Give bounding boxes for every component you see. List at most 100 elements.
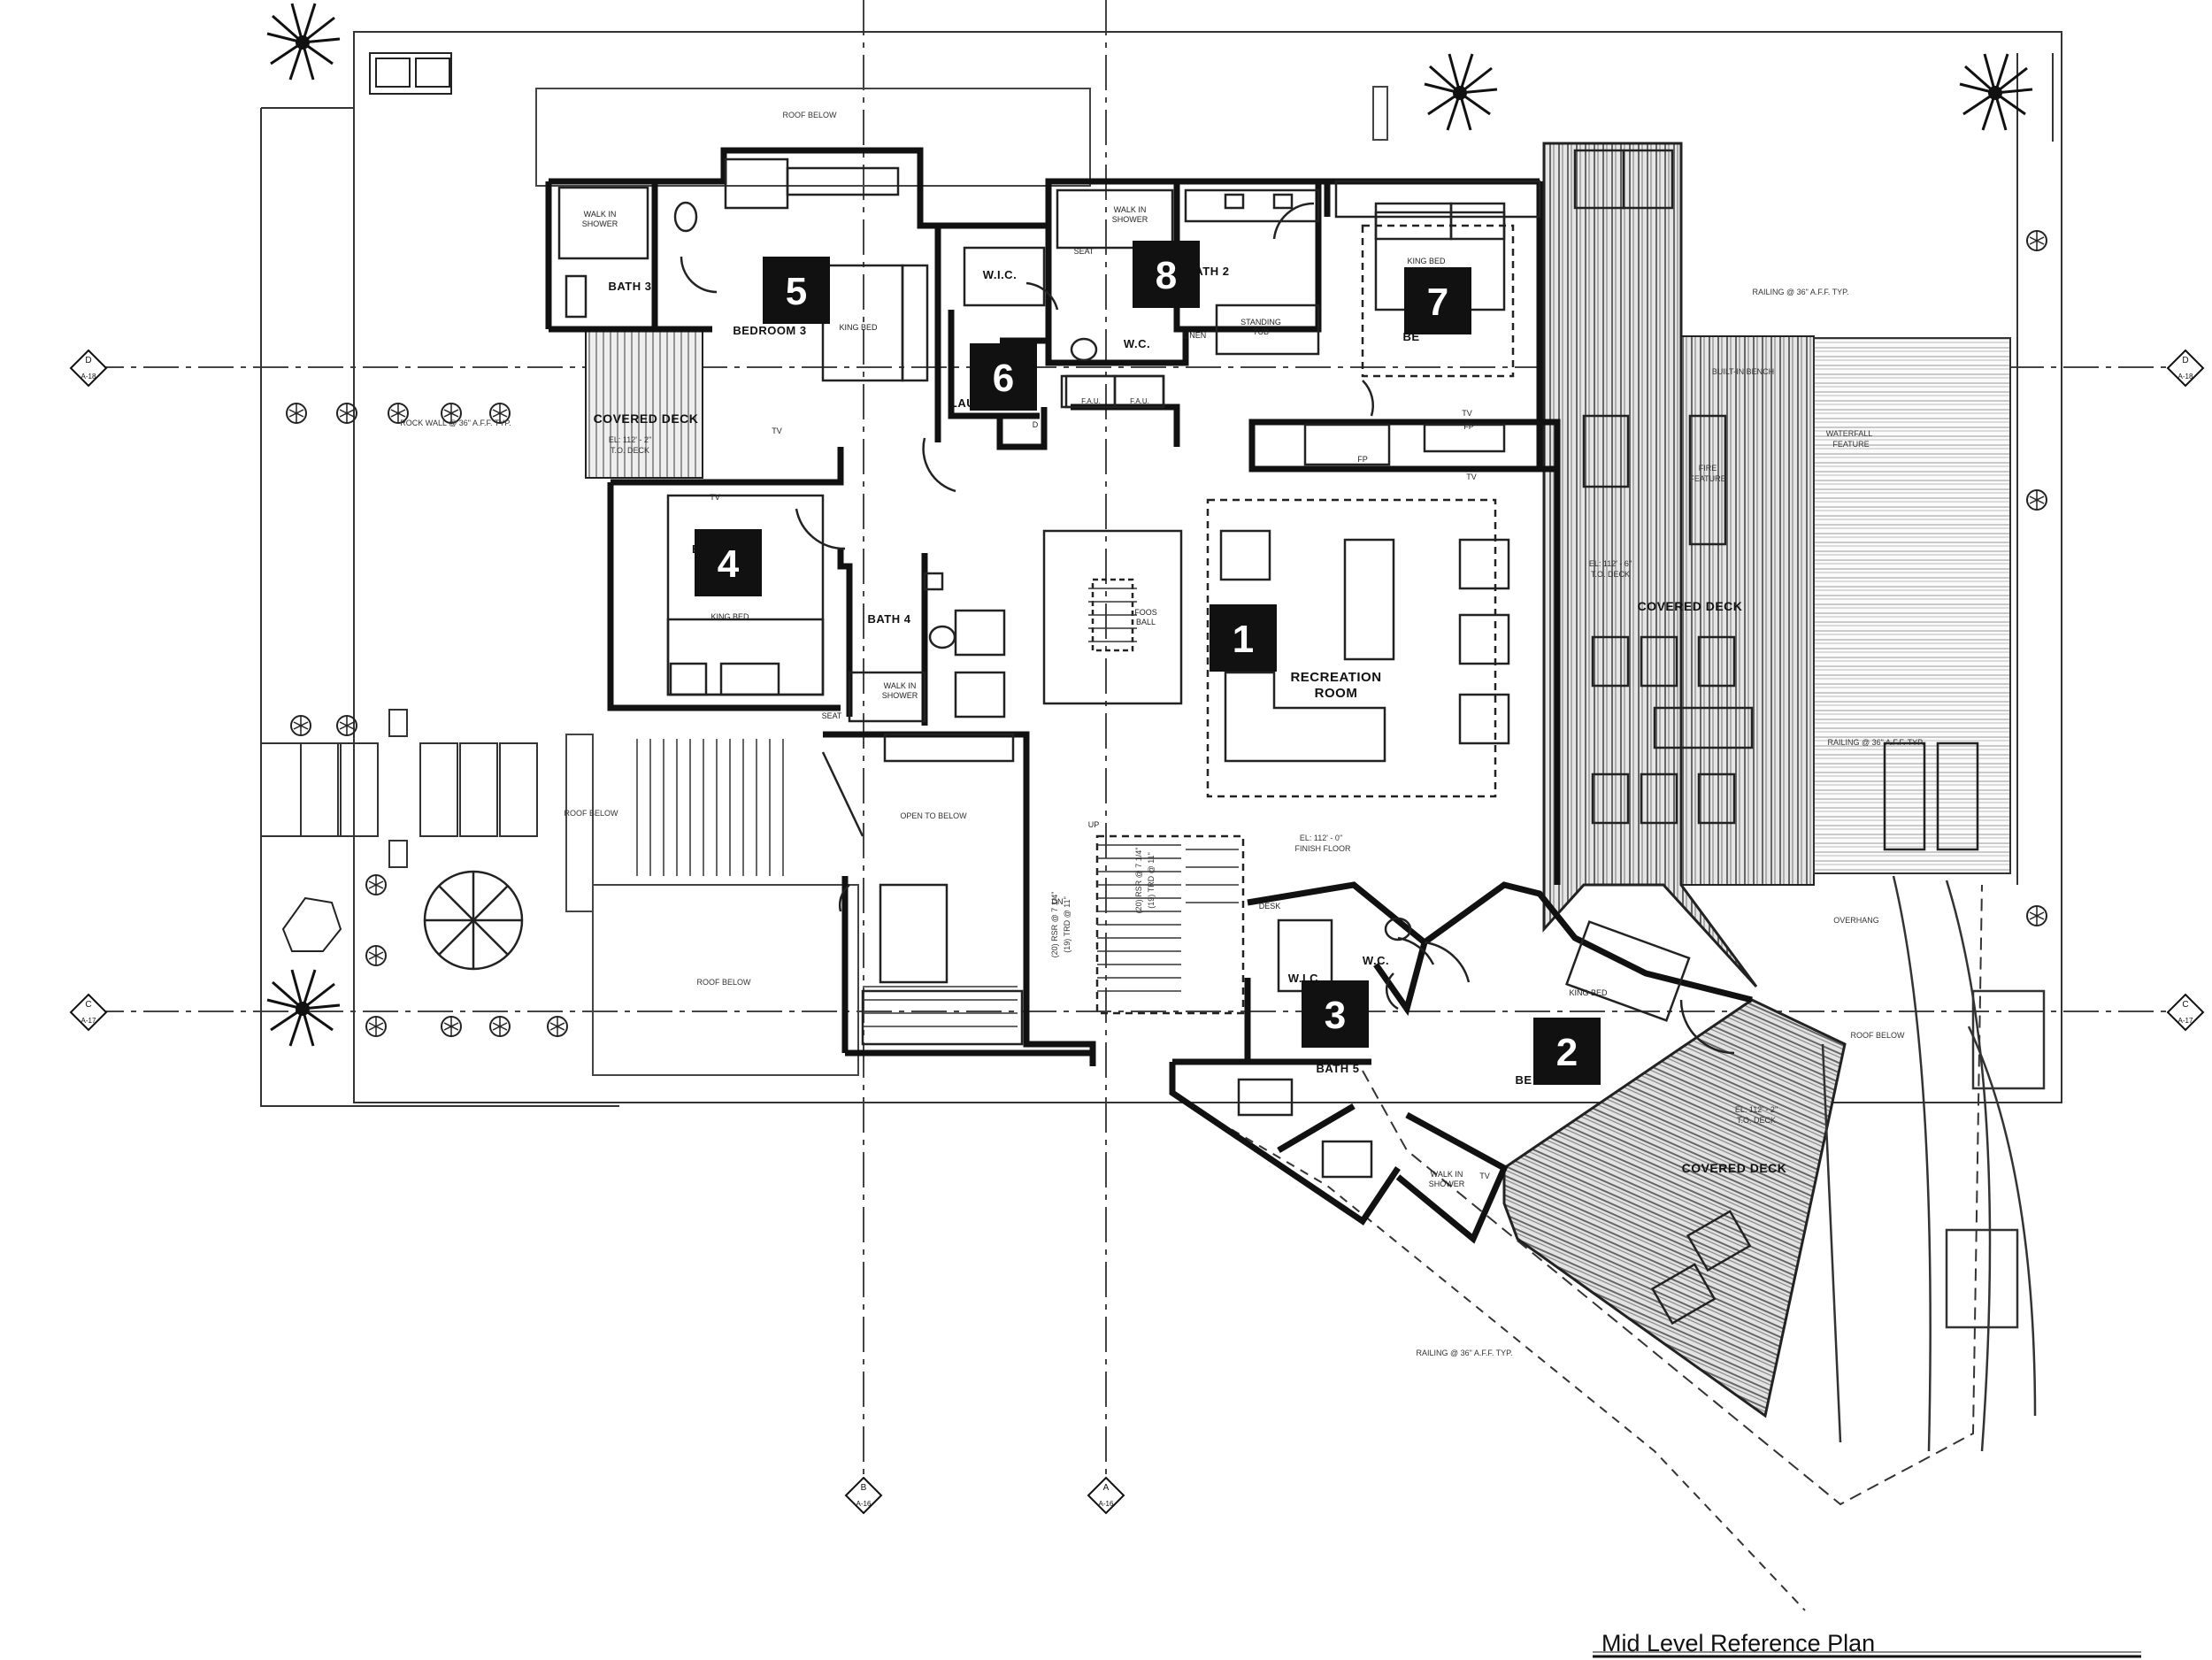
dryer-label: D <box>1033 420 1039 429</box>
tv-label: TV <box>1479 1172 1490 1180</box>
grid-label-b: B <box>861 1483 867 1493</box>
overhang-note: OVERHANG <box>1833 916 1879 925</box>
foosball-label: BALL <box>1136 618 1156 626</box>
stair-riser-note: (20) RSR @ 7 1/4" <box>1050 892 1059 958</box>
badge-7-number: 7 <box>1427 281 1448 324</box>
badge-1 <box>1210 604 1277 672</box>
shrub-icon <box>489 1016 511 1037</box>
standing-tub-label: TUB <box>1253 327 1269 336</box>
fireplace-label: FP <box>1357 455 1368 464</box>
badge-3 <box>1302 980 1369 1048</box>
railing-note: RAILING @ 36" A.F.F. TYP. <box>1827 738 1924 747</box>
building-walls <box>545 147 1753 1244</box>
fire-feature-note: FEATURE <box>1689 474 1725 483</box>
wc-bottom-label: W.C. <box>1363 954 1389 967</box>
grid-marker-labels: D A-18 D A-18 C A-17 C A-17 B A-16 A A-1… <box>81 356 2193 1508</box>
badge-7 <box>1404 267 1471 334</box>
shrub-icon <box>365 945 387 966</box>
seat-label: SEAT <box>822 711 842 720</box>
shrub-icon <box>365 1016 387 1037</box>
badge-6 <box>970 343 1037 411</box>
bath-3-label: BATH 3 <box>609 280 652 293</box>
walk-in-shower-label: SHOWER <box>882 691 918 700</box>
shrub-icon <box>547 1016 568 1037</box>
bedroom-3-label: BEDROOM 3 <box>733 324 806 337</box>
badge-8-number: 8 <box>1156 254 1177 297</box>
grid-ref-a: A-16 <box>1099 1500 1114 1508</box>
badge-6-number: 6 <box>993 357 1014 400</box>
badge-2-number: 2 <box>1556 1031 1578 1074</box>
badge-5-number: 5 <box>786 270 807 313</box>
walk-in-shower-label: SHOWER <box>1112 215 1148 224</box>
walk-in-shower-label: WALK IN <box>1431 1170 1463 1179</box>
covered-deck-right-label: COVERED DECK <box>1638 599 1743 613</box>
finish-floor-note: FINISH FLOOR <box>1294 844 1351 853</box>
palm-tree-icon <box>1958 52 2034 132</box>
elevation-note: EL: 112' - 2" <box>1735 1105 1778 1114</box>
planter-slats <box>260 709 538 868</box>
rock-wall-note: ROCK WALL @ 36" A.F.F. TYP. <box>400 419 511 427</box>
roof-below-note: ROOF BELOW <box>782 111 837 119</box>
laundry-label: LAU <box>950 396 975 410</box>
roof-below-note: ROOF BELOW <box>1850 1031 1905 1040</box>
interior-lines <box>423 149 1979 1326</box>
railing-note: RAILING @ 36" A.F.F. TYP. <box>1416 1349 1512 1357</box>
to-deck-note: T.O. DECK <box>1737 1116 1776 1125</box>
desk-label: DESK <box>1259 902 1281 911</box>
walk-in-shower-label: SHOWER <box>1429 1180 1465 1188</box>
tv-label: TV <box>1466 473 1477 481</box>
walk-in-shower-label: WALK IN <box>1114 205 1147 214</box>
badge-3-number: 3 <box>1325 994 1346 1037</box>
standing-tub-label: STANDING <box>1240 318 1281 327</box>
to-deck-note: T.O. DECK <box>1591 570 1630 579</box>
palm-tree-icon <box>265 2 342 81</box>
walk-in-shower-label: WALK IN <box>584 210 617 219</box>
covered-deck-left-area <box>585 328 703 479</box>
grid-label-c-left: C <box>85 1000 91 1010</box>
elevation-note: EL: 112' - 2" <box>609 435 651 444</box>
title-block: Mid Level Reference Plan <box>1593 1630 2141 1658</box>
king-bed-label: KING BED <box>710 612 749 621</box>
tv-label: TV <box>710 493 720 502</box>
king-bed-label: KING BED <box>839 323 878 332</box>
wic-top-label: W.I.C. <box>983 268 1017 281</box>
grid-label-c-right: C <box>2182 1000 2188 1010</box>
plan-notes: ROOF BELOW ROOF BELOW ROOF BELOW ROOF BE… <box>400 111 1924 1357</box>
stair-down-label: DN <box>1052 897 1064 906</box>
elevation-note: EL: 112' - 6" <box>1589 559 1632 568</box>
badge-1-number: 1 <box>1233 618 1254 661</box>
roof-below-note: ROOF BELOW <box>696 978 751 987</box>
badge-8 <box>1133 241 1200 308</box>
waterfall-feature-area <box>1813 337 2011 874</box>
grid-label-d-right: D <box>2182 356 2188 365</box>
roof-below-areas <box>535 86 1388 1076</box>
tv-label: TV <box>772 427 782 435</box>
palm-tree-icon <box>265 968 342 1048</box>
shrub-icon <box>365 874 387 895</box>
badge-2 <box>1533 1018 1601 1085</box>
waterfall-feature-note: WATERFALL <box>1826 429 1873 438</box>
built-in-bench-note: BUILT-IN BENCH <box>1712 367 1774 376</box>
grid-label-a: A <box>1103 1483 1110 1493</box>
grid-ref-left-bottom: A-17 <box>81 1017 96 1025</box>
grid-label-d-left: D <box>85 356 91 365</box>
elevation-note: EL: 112' - 0" <box>1300 834 1342 842</box>
covered-deck-left-label: COVERED DECK <box>594 411 699 426</box>
fireplace-label: FP <box>1463 422 1474 431</box>
fau-label: F.A.U. <box>1081 397 1101 405</box>
shrub-icon <box>286 403 307 424</box>
grid-ref-right-bottom: A-17 <box>2178 1017 2193 1025</box>
tv-label: TV <box>1462 409 1472 418</box>
shrub-icon <box>2026 489 2047 511</box>
wc-top-label: W.C. <box>1124 337 1150 350</box>
grid-ref-left-top: A-18 <box>81 373 96 380</box>
stair-tread-note: (19) TRD @ 11" <box>1063 896 1071 953</box>
shrub-icon <box>290 715 311 736</box>
badge-5 <box>763 257 830 324</box>
shrub-icon <box>2026 905 2047 926</box>
fixture-labels: WALK IN SHOWER WALK IN SHOWER WALK IN SH… <box>582 205 1608 1188</box>
waterfall-feature-note: FEATURE <box>1832 440 1869 449</box>
linen-label: LINEN <box>1183 331 1207 340</box>
recreation-room-label-line1: RECREATION <box>1290 670 1381 685</box>
